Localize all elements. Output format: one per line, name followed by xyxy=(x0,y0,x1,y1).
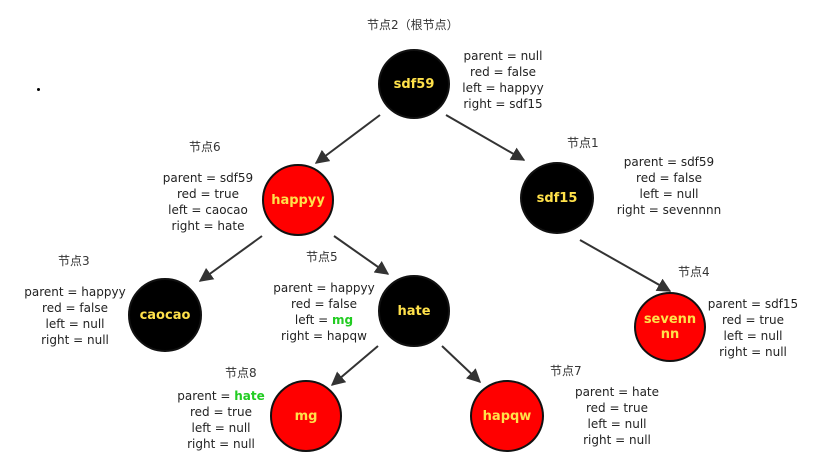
stray-dot xyxy=(37,88,40,91)
info-parent: parent = hate xyxy=(168,388,274,404)
node-title-hate: 节点5 xyxy=(306,250,338,264)
node-info-caocao: parent = happyy red = false left = null … xyxy=(20,284,130,348)
node-info-sevennn: parent = sdf15 red = true left = null ri… xyxy=(704,296,802,360)
info-parent-prefix: parent = xyxy=(177,389,235,403)
info-parent: parent = happyy xyxy=(273,281,375,295)
info-left-value: mg xyxy=(332,313,354,327)
info-red: red = false xyxy=(636,171,702,185)
node-title-hapqw: 节点7 xyxy=(550,364,582,378)
node-info-sdf59: parent = null red = false left = happyy … xyxy=(458,48,548,112)
node-info-happyy: parent = sdf59 red = true left = caocao … xyxy=(156,170,260,234)
info-left: left = null xyxy=(191,421,251,435)
node-hate[interactable]: hate xyxy=(378,275,450,347)
info-parent: parent = sdf59 xyxy=(162,171,254,185)
edge-sdf59-happyy xyxy=(314,114,381,164)
info-right: right = hate xyxy=(171,219,245,233)
info-parent: parent = hate xyxy=(574,385,660,399)
node-sevennn-label-line2: nn xyxy=(660,327,680,342)
node-mg[interactable]: mg xyxy=(270,380,342,452)
info-red: red = true xyxy=(586,401,648,415)
edge-hate-hapqw xyxy=(441,345,482,383)
info-red: red = true xyxy=(177,187,239,201)
edge-happyy-caocao xyxy=(198,235,263,282)
node-hapqw[interactable]: hapqw xyxy=(470,380,544,452)
edge-hate-mg xyxy=(330,345,379,386)
info-red: red = true xyxy=(722,313,784,327)
node-sevennn[interactable]: sevenn nn xyxy=(634,292,706,362)
node-info-hate: parent = happyy red = false left = mg ri… xyxy=(268,280,380,344)
edge-sdf59-sdf15 xyxy=(445,114,526,161)
node-title-sdf15: 节点1 xyxy=(567,136,599,150)
node-sdf59[interactable]: sdf59 xyxy=(378,49,450,119)
info-left: left = happyy xyxy=(462,81,544,95)
node-happyy[interactable]: happyy xyxy=(262,164,334,236)
info-left: left = null xyxy=(639,187,699,201)
info-red: red = false xyxy=(42,301,108,315)
node-title-mg: 节点8 xyxy=(225,366,257,380)
info-left: left = null xyxy=(45,317,105,331)
node-sevennn-label-line1: sevenn xyxy=(643,312,697,327)
node-sdf15[interactable]: sdf15 xyxy=(520,162,594,234)
info-left: left = caocao xyxy=(168,203,248,217)
info-left: left = mg xyxy=(268,312,380,328)
edge-happyy-hate xyxy=(333,235,390,275)
info-red: red = false xyxy=(470,65,536,79)
info-parent: parent = sdf15 xyxy=(707,297,799,311)
info-red: red = false xyxy=(291,297,357,311)
info-right: right = hapqw xyxy=(281,329,367,343)
info-left-prefix: left = xyxy=(294,313,333,327)
info-right: right = null xyxy=(41,333,109,347)
info-left: left = null xyxy=(587,417,647,431)
info-right: right = null xyxy=(583,433,651,447)
info-parent-value: hate xyxy=(234,389,265,403)
info-red: red = true xyxy=(190,405,252,419)
info-parent: parent = null xyxy=(463,49,543,63)
node-title-happyy: 节点6 xyxy=(189,140,221,154)
node-title-caocao: 节点3 xyxy=(58,254,90,268)
info-parent: parent = sdf59 xyxy=(623,155,715,169)
node-caocao[interactable]: caocao xyxy=(128,278,202,352)
info-right: right = null xyxy=(187,437,255,451)
info-left: left = null xyxy=(723,329,783,343)
info-parent: parent = happyy xyxy=(24,285,126,299)
info-right: right = sdf15 xyxy=(463,97,543,111)
node-info-sdf15: parent = sdf59 red = false left = null r… xyxy=(610,154,728,218)
info-right: right = null xyxy=(719,345,787,359)
node-title-sevennn: 节点4 xyxy=(678,265,710,279)
node-title-sdf59: 节点2（根节点） xyxy=(367,18,459,32)
edge-sdf15-sevennn xyxy=(579,239,672,292)
node-info-mg: parent = hate red = true left = null rig… xyxy=(168,388,274,452)
node-info-hapqw: parent = hate red = true left = null rig… xyxy=(568,384,666,448)
info-right: right = sevennnn xyxy=(616,203,722,217)
